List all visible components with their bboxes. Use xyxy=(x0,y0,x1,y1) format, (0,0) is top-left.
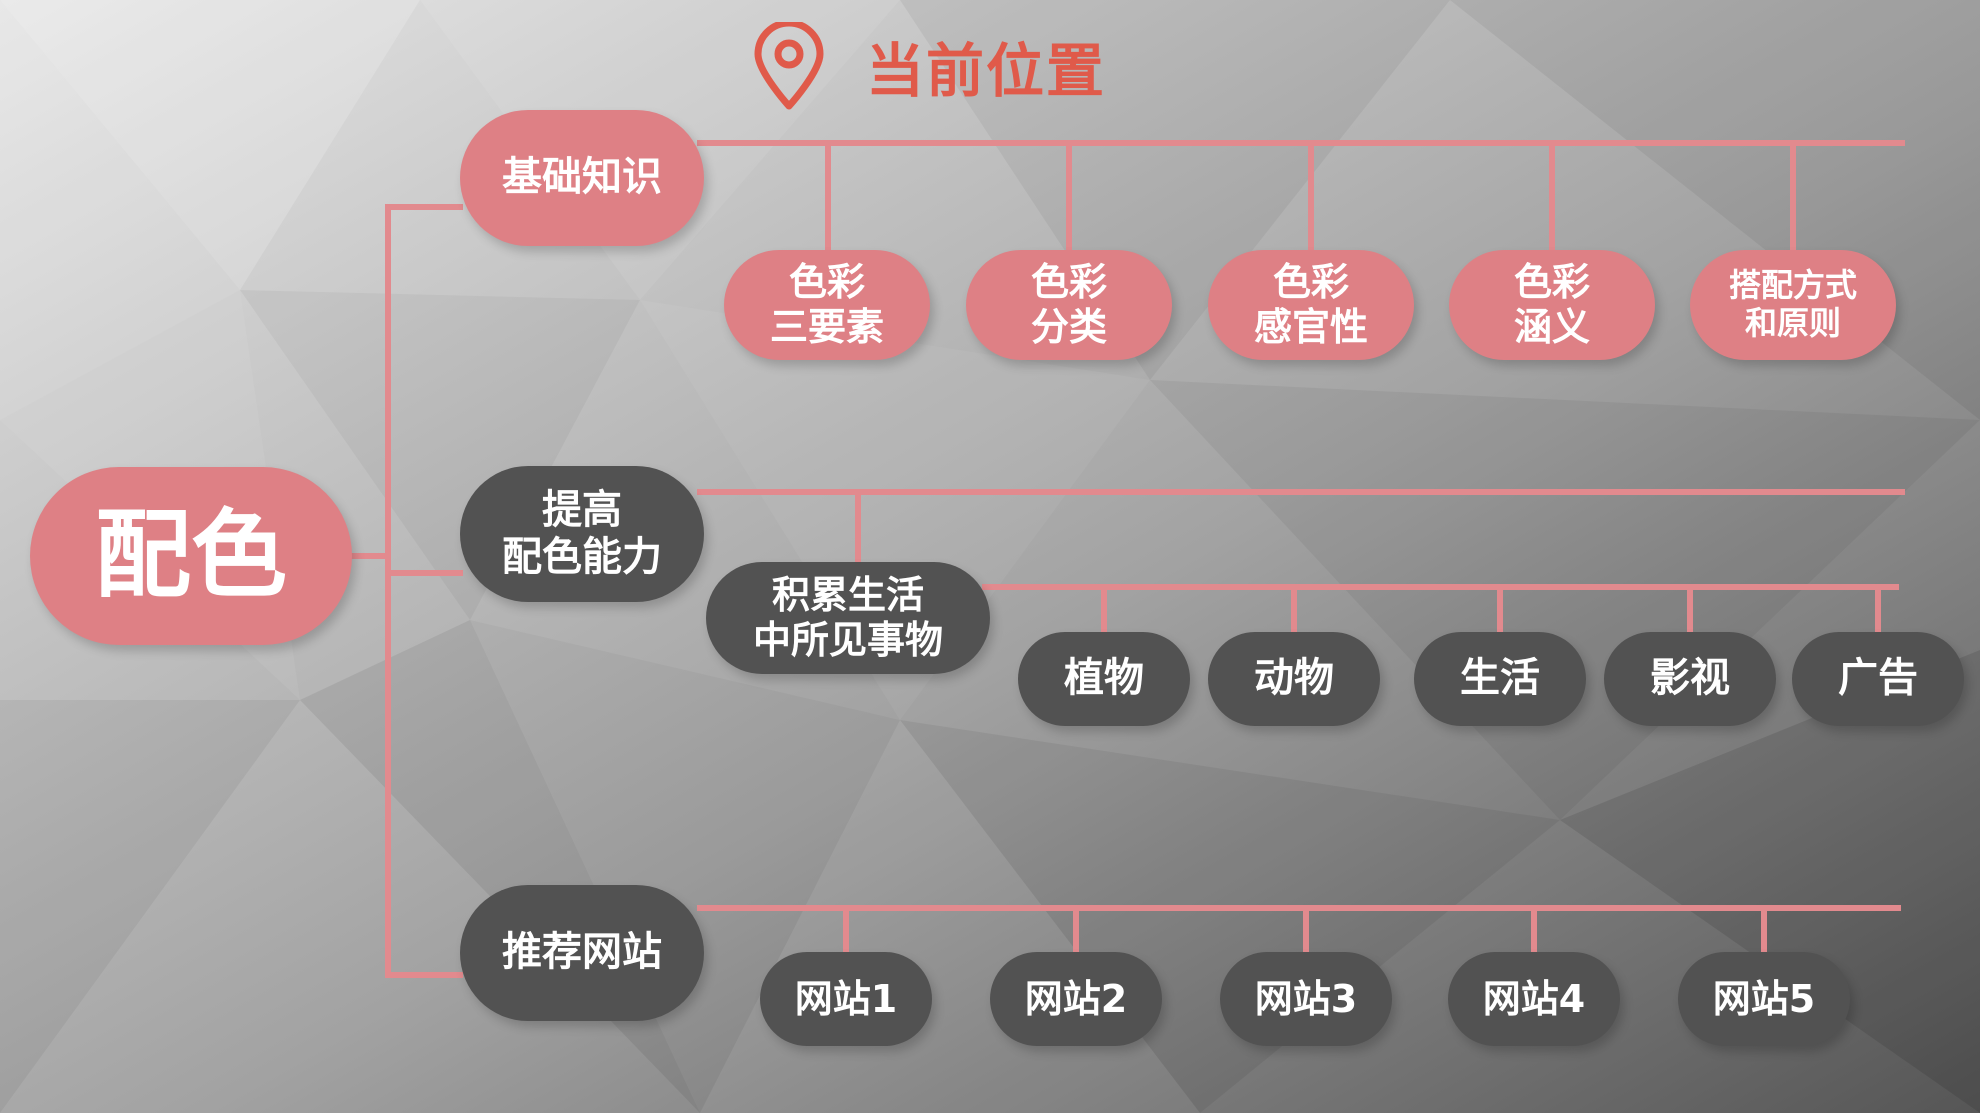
improve-item-5: 广告 xyxy=(1792,632,1964,726)
site-item-2: 网站2 xyxy=(990,952,1162,1046)
branch-sites: 推荐网站 xyxy=(460,885,704,1021)
site-item-1: 网站1 xyxy=(760,952,932,1046)
improve-item-1: 植物 xyxy=(1018,632,1190,726)
page-title: 当前位置 xyxy=(866,37,1107,105)
site-item-4: 网站4 xyxy=(1448,952,1620,1046)
site-item-3: 网站3 xyxy=(1220,952,1392,1046)
location-pin-icon xyxy=(754,22,824,110)
improve-item-3: 生活 xyxy=(1414,632,1586,726)
basics-item-3: 色彩 感官性 xyxy=(1208,250,1414,360)
basics-item-5: 搭配方式 和原则 xyxy=(1690,250,1896,360)
branch-improve: 提高 配色能力 xyxy=(460,466,704,602)
branch-basics: 基础知识 xyxy=(460,110,704,246)
improve-item-2: 动物 xyxy=(1208,632,1380,726)
improve-sub-node: 积累生活 中所见事物 xyxy=(706,562,990,674)
basics-item-2: 色彩 分类 xyxy=(966,250,1172,360)
site-item-5: 网站5 xyxy=(1678,952,1850,1046)
current-location-header: 当前位置 xyxy=(752,22,1106,110)
improve-item-4: 影视 xyxy=(1604,632,1776,726)
basics-item-1: 色彩 三要素 xyxy=(724,250,930,360)
basics-item-4: 色彩 涵义 xyxy=(1449,250,1655,360)
root-node: 配色 xyxy=(30,467,352,645)
